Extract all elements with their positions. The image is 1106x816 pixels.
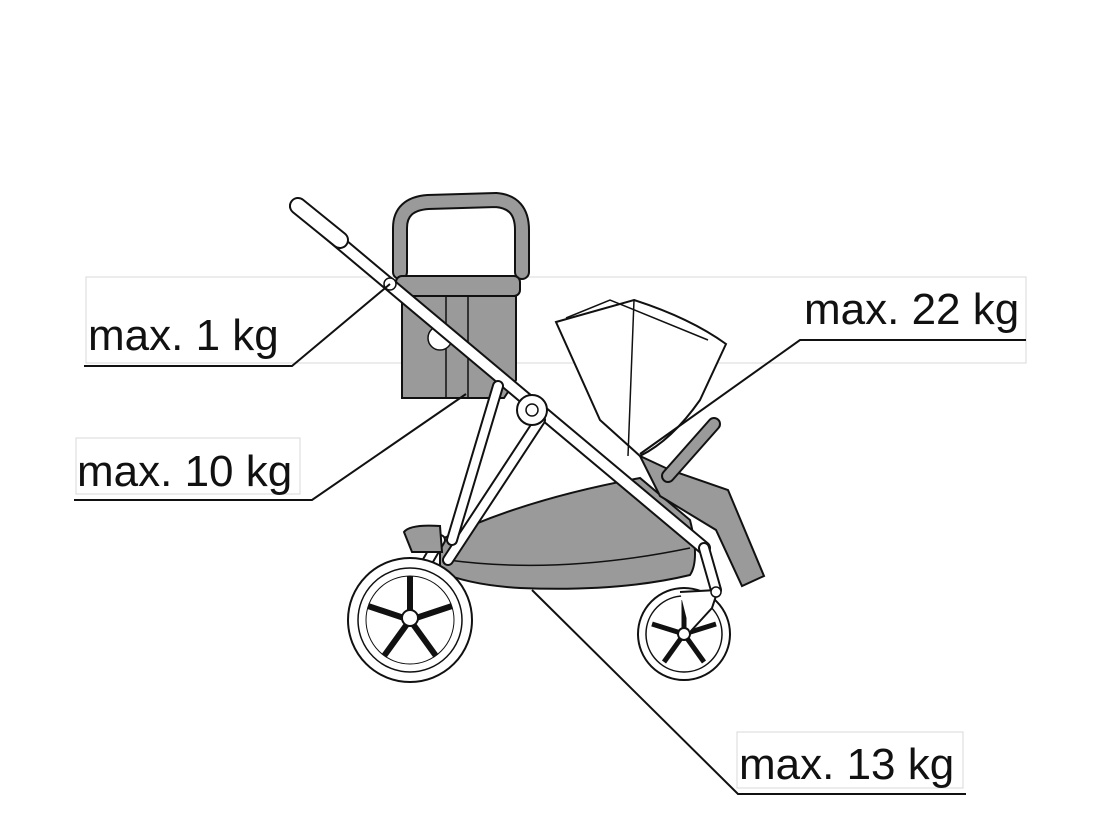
rear-seat-bumper-inner [663,419,719,481]
rear-seat-canopy-edge [565,299,709,341]
leader-line-1kg [84,283,391,367]
leader-line-10kg [74,393,467,501]
front-seat-handle-inner [394,193,528,278]
leader-line-13kg [531,589,966,795]
front-seat-handle [392,191,530,280]
label-frame-13kg [736,731,964,789]
label-front-seat-load: max. 10 kg [77,447,293,496]
right-wheel [637,586,731,681]
left-wheel [347,557,473,683]
leader-line-22kg [639,339,1026,455]
rear-seat-canopy [554,298,728,458]
front-seat-body [395,275,521,297]
label-handlebar-load: max. 1 kg [88,311,279,360]
basket [439,476,696,590]
basket-rim [447,547,691,567]
rear-seat-canopy-fold [627,299,635,457]
label-basket-load: max. 13 kg [739,740,955,789]
label-frame-upper [85,276,1027,364]
label-frame-10kg [75,437,301,495]
handlebar-grip-inner [291,199,347,247]
label-rear-seat-load: max. 22 kg [804,285,1020,334]
fold-joint-center [525,403,539,417]
footrest [402,524,444,553]
